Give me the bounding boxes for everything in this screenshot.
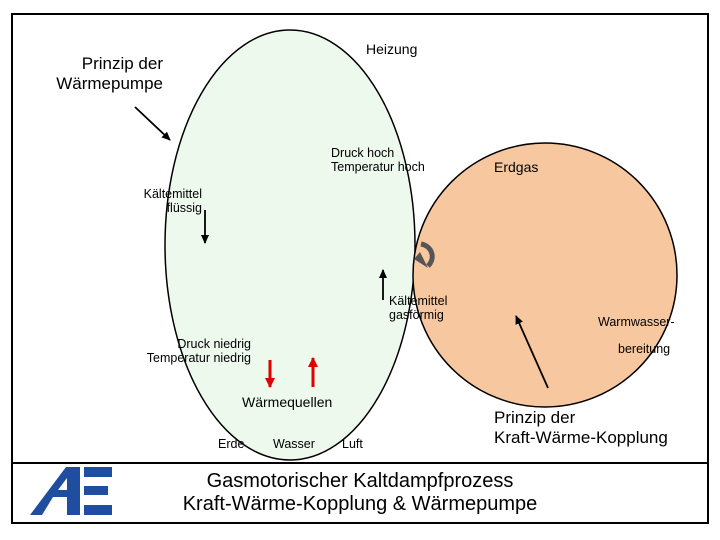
source-air-label: Luft <box>342 437 363 451</box>
logo-bar-middle <box>84 486 108 495</box>
heat-pump-title-line1: Prinzip der <box>81 54 163 73</box>
logo-bar-top <box>84 467 112 477</box>
company-logo <box>30 467 112 515</box>
high-pressure-line2: Temperatur hoch <box>331 160 425 175</box>
footer-title: Gasmotorischer Kaltdampfprozess Kraft-Wä… <box>120 470 600 516</box>
footer-title-line2: Kraft-Wärme-Kopplung & Wärmepumpe <box>182 493 538 515</box>
chp-title: Prinzip der Kraft-Wärme-Kopplung <box>494 408 668 447</box>
heat-pump-pointer-arrow <box>134 106 171 141</box>
chp-circle <box>412 142 678 408</box>
chp-pointer-arrow <box>515 315 549 389</box>
refrigerant-gas-label: Kältemittel gasförmig <box>389 294 447 323</box>
slide-frame <box>11 13 709 524</box>
footer-divider <box>11 462 709 464</box>
low-pressure-label: Druck niedrig Temperatur niedrig <box>120 337 251 366</box>
heat-pump-ellipse <box>164 29 416 461</box>
source-earth-label: Erde <box>218 437 245 451</box>
high-pressure-label: Druck hoch Temperatur hoch <box>331 146 425 175</box>
heating-label: Heizung <box>366 41 418 57</box>
hot-water-line2: bereitung <box>618 342 671 356</box>
natural-gas-label: Erdgas <box>494 159 539 175</box>
refrigerant-liquid-line2: flüssig <box>166 201 202 216</box>
curved-connector-icon <box>420 241 435 268</box>
curved-connector-head-icon <box>414 252 428 268</box>
refrigerant-liquid-label: Kältemittel flüssig <box>110 187 202 216</box>
low-pressure-line2: Temperatur niedrig <box>146 351 251 366</box>
refrigerant-liquid-line1: Kältemittel <box>143 187 202 201</box>
source-water-label: Wasser <box>273 437 315 451</box>
heat-pump-title: Prinzip der Wärmepumpe <box>30 54 163 93</box>
logo-a-notch <box>58 478 67 490</box>
hot-water-line1: Warmwasser- <box>598 315 675 329</box>
logo-a-shape <box>30 467 80 515</box>
refrigerant-gas-line1: Kältemittel <box>389 294 448 308</box>
heat-pump-title-line2: Wärmepumpe <box>56 73 163 93</box>
footer-title-line1: Gasmotorischer Kaltdampfprozess <box>206 470 514 492</box>
refrigerant-gas-line2: gasförmig <box>389 308 444 323</box>
chp-title-line1: Prinzip der <box>494 408 576 427</box>
high-pressure-line1: Druck hoch <box>331 146 395 160</box>
heat-sources-label: Wärmequellen <box>242 394 333 410</box>
chp-title-line2: Kraft-Wärme-Kopplung <box>494 427 668 447</box>
low-pressure-line1: Druck niedrig <box>177 337 251 351</box>
logo-bar-bottom <box>84 505 112 515</box>
